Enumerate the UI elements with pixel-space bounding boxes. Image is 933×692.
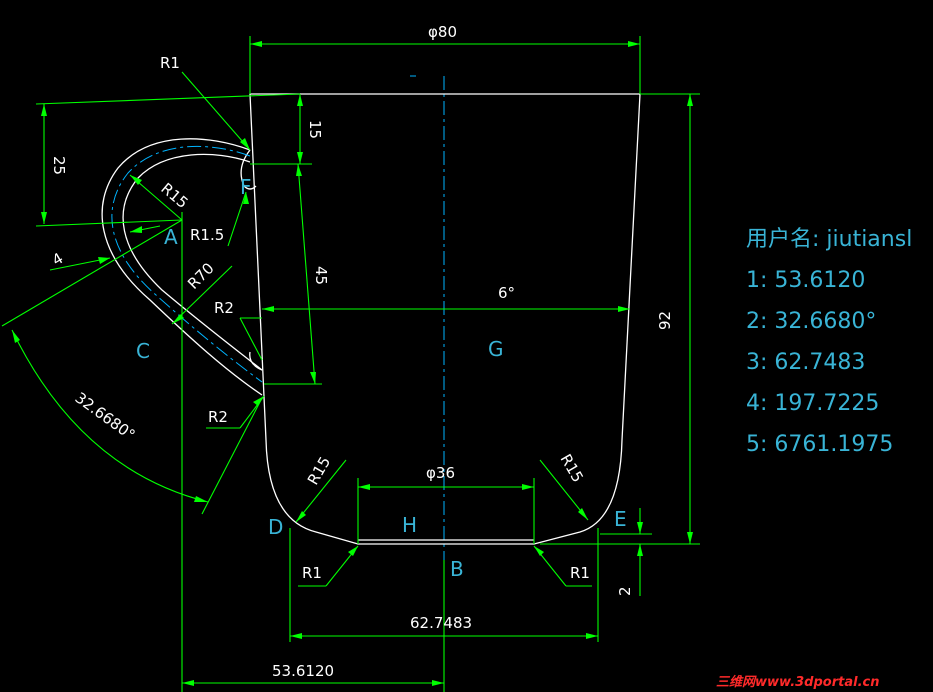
dim-angle-32: 32.6680° <box>72 389 139 444</box>
info-result-5: 5: 6761.1975 <box>746 432 893 457</box>
handle-outer <box>101 138 263 396</box>
dimension-lines <box>1 36 700 692</box>
info-result-3: 3: 62.7483 <box>746 350 865 375</box>
handle-inner <box>122 153 263 371</box>
result-panel: 用户名: jiutiansl 1: 53.6120 2: 32.6680° 3:… <box>746 227 912 457</box>
point-h: H <box>402 513 417 537</box>
point-c: C <box>136 339 150 363</box>
info-result-4: 4: 197.7225 <box>746 391 879 416</box>
dim-r2-lower: R2 <box>208 408 228 426</box>
dim-r2-upper: R2 <box>214 299 234 317</box>
point-f: F <box>240 175 252 199</box>
dim-53: 53.6120 <box>272 662 334 680</box>
dim-r1-right: R1 <box>570 564 590 582</box>
info-result-2: 2: 32.6680° <box>746 309 876 334</box>
info-result-1: 1: 53.6120 <box>746 268 865 293</box>
point-a: A <box>164 225 178 249</box>
dim-r70: R70 <box>184 259 218 293</box>
dim-r1-top: R1 <box>160 54 180 72</box>
point-e: E <box>614 507 627 531</box>
dim-62: 62.7483 <box>410 614 472 632</box>
handle-bottom-curl <box>249 351 263 371</box>
dim-dia80: φ80 <box>428 23 457 41</box>
point-d: D <box>268 515 283 539</box>
cup-body-outline <box>249 93 641 545</box>
info-user: 用户名: jiutiansl <box>746 227 912 252</box>
dim-4: 4 <box>49 249 66 269</box>
handle-top-tip <box>240 149 257 190</box>
dim-r15-right: R15 <box>557 451 587 486</box>
dim-45: 45 <box>312 266 330 285</box>
dim-r1-left: R1 <box>302 564 322 582</box>
watermark-text: 三维网www.3dportal.cn <box>716 674 879 690</box>
dim-25: 25 <box>50 156 68 175</box>
dim-dia36: φ36 <box>426 464 455 482</box>
dim-2: 2 <box>616 586 634 596</box>
dim-r15-left: R15 <box>304 453 334 488</box>
dim-r15-handle: R15 <box>157 179 191 212</box>
point-b: B <box>450 557 464 581</box>
dim-92: 92 <box>656 311 674 330</box>
dim-r1-5: R1.5 <box>190 226 224 244</box>
dim-15: 15 <box>306 120 324 139</box>
dim-angle-6: 6° <box>498 284 515 302</box>
point-g: G <box>488 337 504 361</box>
